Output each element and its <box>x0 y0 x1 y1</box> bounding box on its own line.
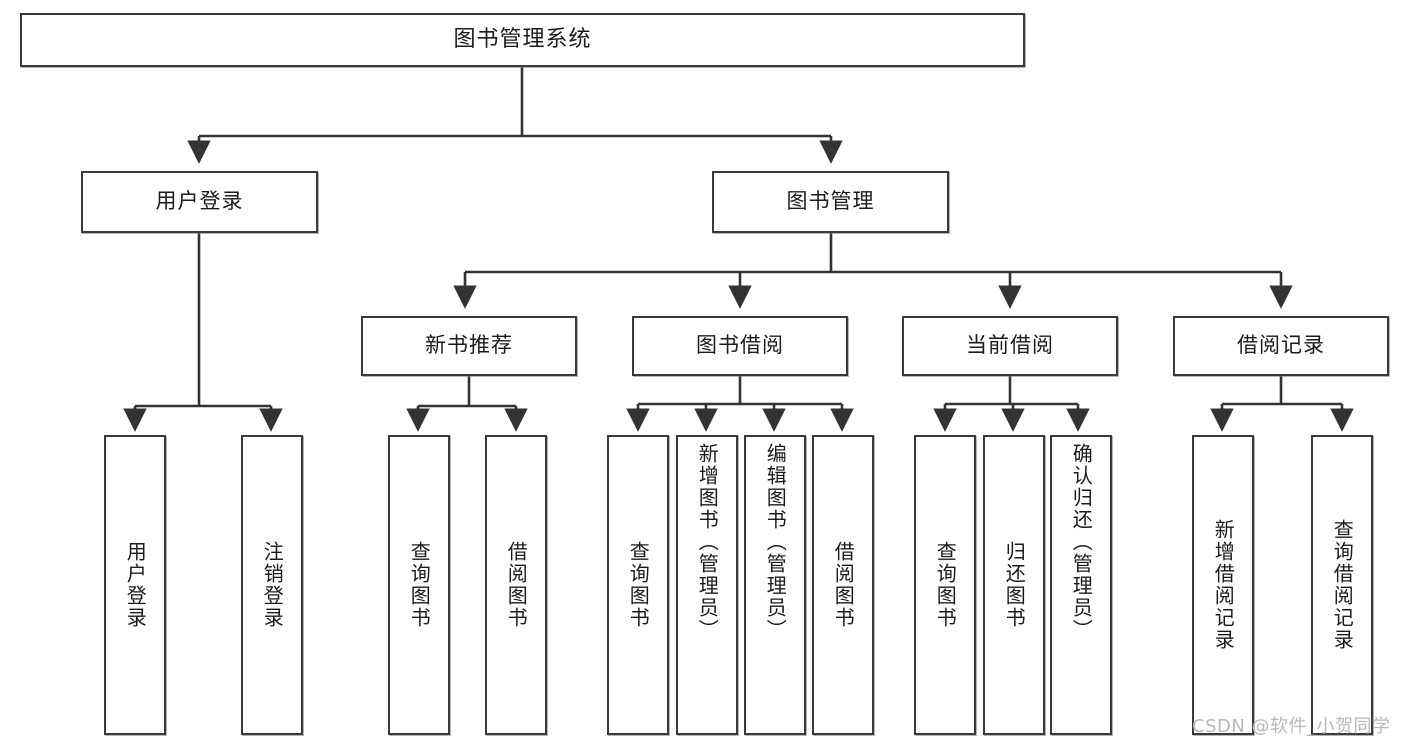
node-label: 新增借阅记录 <box>1211 519 1236 651</box>
leaf-record-add-record[interactable]: 新增借阅记录 <box>1192 435 1254 735</box>
leaf-current-query-book[interactable]: 查询图书 <box>914 435 976 735</box>
node-label: 借阅图书 <box>831 541 856 629</box>
node-label: 借阅图书 <box>504 541 529 629</box>
node-label: 注销登录 <box>260 541 285 629</box>
node-label: 确认归还（管理员） <box>1069 443 1094 641</box>
node-label: 新书推荐 <box>425 333 513 358</box>
node-label: 用户登录 <box>155 189 244 214</box>
node-root-system[interactable]: 图书管理系统 <box>20 13 1025 67</box>
leaf-current-return-book[interactable]: 归还图书 <box>983 435 1045 735</box>
leaf-record-query-record[interactable]: 查询借阅记录 <box>1311 435 1373 735</box>
node-current-borrow[interactable]: 当前借阅 <box>902 316 1118 376</box>
node-label: 图书借阅 <box>696 333 784 358</box>
node-label: 图书管理 <box>786 189 875 214</box>
node-label: 查询图书 <box>933 541 958 629</box>
leaf-current-confirm-return-admin[interactable]: 确认归还（管理员） <box>1050 435 1112 735</box>
node-borrow-record[interactable]: 借阅记录 <box>1173 316 1389 376</box>
node-label: 查询借阅记录 <box>1330 519 1355 651</box>
leaf-user-login-login[interactable]: 用户登录 <box>104 435 166 735</box>
leaf-borrow-add-book-admin[interactable]: 新增图书（管理员） <box>676 435 738 735</box>
leaf-recommend-borrow-book[interactable]: 借阅图书 <box>485 435 547 735</box>
node-book-management[interactable]: 图书管理 <box>712 171 949 233</box>
node-label: 借阅记录 <box>1237 333 1325 358</box>
node-label: 当前借阅 <box>966 333 1054 358</box>
leaf-borrow-borrow-book[interactable]: 借阅图书 <box>812 435 874 735</box>
leaf-borrow-edit-book-admin[interactable]: 编辑图书（管理员） <box>744 435 806 735</box>
node-label: 查询图书 <box>626 541 651 629</box>
node-label: 归还图书 <box>1002 541 1027 629</box>
node-label: 用户登录 <box>123 541 148 629</box>
node-label: 编辑图书（管理员） <box>763 443 788 641</box>
node-label: 新增图书（管理员） <box>695 443 720 641</box>
node-user-login[interactable]: 用户登录 <box>81 171 318 233</box>
csdn-watermark: CSDN @软件_小贺同学 <box>1192 716 1391 737</box>
node-label: 查询图书 <box>407 541 432 629</box>
node-label: 图书管理系统 <box>453 26 592 52</box>
node-book-borrow[interactable]: 图书借阅 <box>632 316 848 376</box>
leaf-borrow-query-book[interactable]: 查询图书 <box>607 435 669 735</box>
leaf-recommend-query-book[interactable]: 查询图书 <box>388 435 450 735</box>
leaf-user-login-logout[interactable]: 注销登录 <box>241 435 303 735</box>
node-new-book-recommend[interactable]: 新书推荐 <box>361 316 577 376</box>
